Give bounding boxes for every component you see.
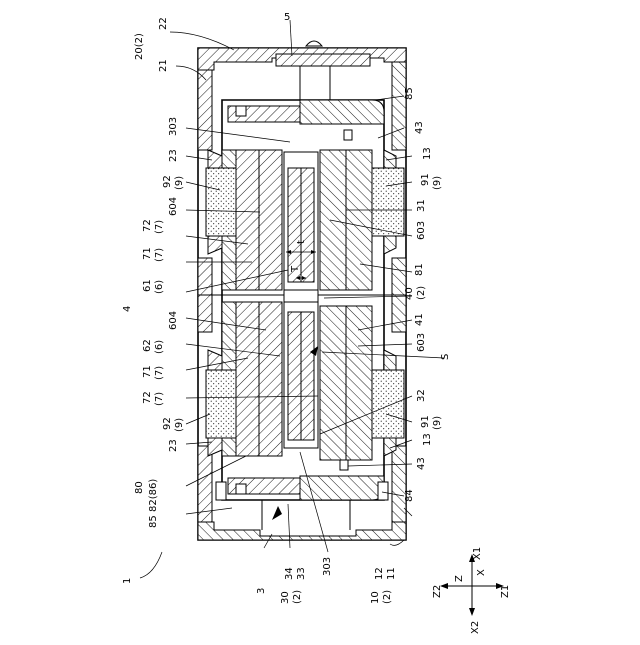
- label-1: 1: [122, 578, 133, 584]
- label-31: 31: [416, 199, 427, 212]
- label-43-top: 43: [414, 121, 425, 134]
- label-23-top: 23: [168, 149, 179, 162]
- label-4: 4: [122, 306, 133, 312]
- label-84: 84: [404, 489, 415, 502]
- label-7-b: (7): [154, 248, 165, 262]
- axis-label-X2: X2: [470, 621, 481, 634]
- label-30: 30: [280, 591, 291, 604]
- label-13-bottom: 13: [422, 433, 433, 446]
- label-21: 21: [158, 59, 169, 72]
- label-303-bottom: 303: [322, 557, 333, 576]
- label-603-bottom: 603: [416, 333, 427, 352]
- label-40: 40: [404, 287, 415, 300]
- label-80: 80: [134, 481, 145, 494]
- label-91-top: 91: [420, 173, 431, 186]
- label-71-bottom: 71: [142, 365, 153, 378]
- axis-label-Z2: Z2: [432, 585, 443, 598]
- label-9-c: (9): [174, 418, 185, 432]
- label-85-bottom: 85: [148, 515, 159, 528]
- axis-label-Z: Z: [454, 575, 465, 582]
- label-92-bottom: 92: [162, 417, 173, 430]
- label-62: 62: [142, 339, 153, 352]
- label-41: 41: [414, 313, 425, 326]
- label-43-bottom: 43: [416, 457, 427, 470]
- label-85-top: 85: [404, 87, 415, 100]
- axis-label-X: X: [476, 569, 487, 576]
- label-13-top: 13: [422, 147, 433, 160]
- label-34: 34: [284, 567, 295, 580]
- right-column-cores: [320, 150, 372, 460]
- label-20: 20(2): [134, 33, 145, 60]
- label-604-top: 604: [168, 197, 179, 216]
- label-603-top: 603: [416, 221, 427, 240]
- axis-label-X1: X1: [472, 547, 483, 560]
- label-9-a: (9): [174, 176, 185, 190]
- label-23-bottom: 23: [168, 439, 179, 452]
- label-5: 5: [284, 12, 290, 23]
- center-coil-region: [284, 152, 318, 448]
- label-72-bottom: 72: [142, 391, 153, 404]
- label-7-a: (7): [154, 220, 165, 234]
- label-3: 3: [256, 588, 267, 594]
- label-604-bottom: 604: [168, 311, 179, 330]
- label-71-top: 71: [142, 247, 153, 260]
- label-303-top: 303: [168, 117, 179, 136]
- axis-indicator: X1 X Z Z2 Z1 X2: [432, 547, 511, 634]
- label-6-b: (6): [154, 340, 165, 354]
- label-12: 12: [374, 567, 385, 580]
- label-10: 10: [370, 591, 381, 604]
- label-2-c: (2): [382, 590, 393, 604]
- label-32: 32: [416, 389, 427, 402]
- label-7-d: (7): [154, 392, 165, 406]
- arrow-3: [272, 506, 282, 520]
- label-82-86: 82(86): [148, 479, 159, 512]
- label-11: 11: [386, 567, 397, 580]
- label-7-c: (7): [154, 366, 165, 380]
- label-33: 33: [296, 567, 307, 580]
- label-91-bottom: 91: [420, 415, 431, 428]
- label-61: 61: [142, 279, 153, 292]
- label-T: T: [290, 265, 301, 273]
- label-2-b: (2): [292, 590, 303, 604]
- label-9-b: (9): [432, 176, 443, 190]
- label-9-d: (9): [432, 416, 443, 430]
- label-6-a: (6): [154, 280, 165, 294]
- label-72-top: 72: [142, 219, 153, 232]
- label-81: 81: [414, 263, 425, 276]
- label-t: t: [296, 240, 307, 244]
- label-2-a: (2): [416, 286, 427, 300]
- label-92-top: 92: [162, 175, 173, 188]
- label-S: S: [440, 354, 451, 360]
- axis-label-Z1: Z1: [500, 585, 511, 598]
- label-22: 22: [158, 17, 169, 30]
